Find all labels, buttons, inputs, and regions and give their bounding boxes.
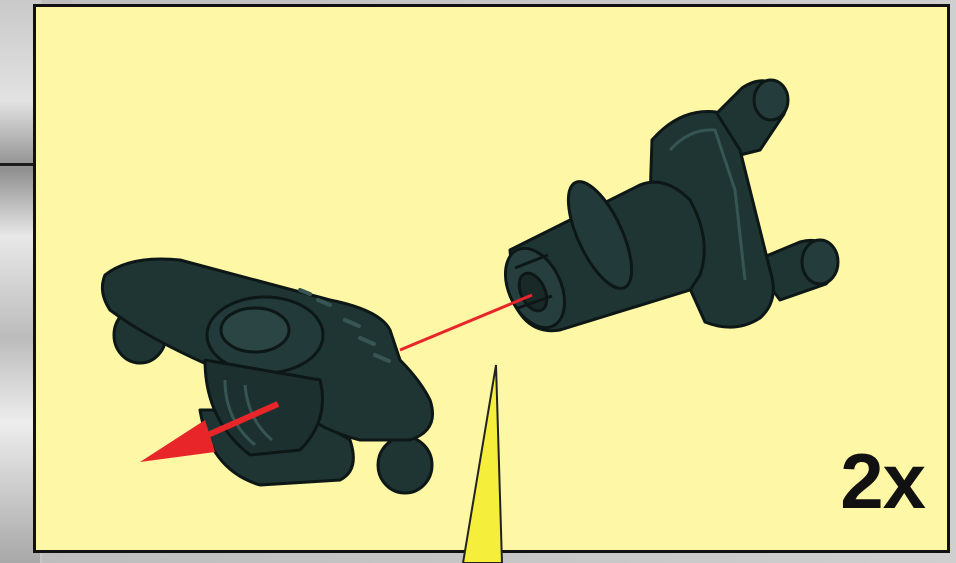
assembly-arrow [400,295,532,350]
axle-fork-part [494,80,838,337]
callout-pointer [463,365,502,563]
